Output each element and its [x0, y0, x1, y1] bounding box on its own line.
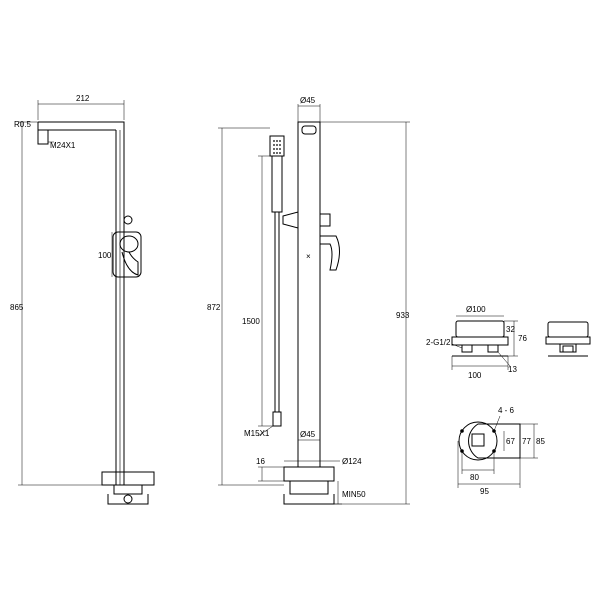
- dim-label-32: 32: [506, 325, 515, 334]
- dim-leader-holes: [493, 415, 501, 432]
- holder-bracket: [282, 211, 299, 229]
- valve-front-body: [545, 336, 591, 345]
- dim-label-valve-width: 100: [468, 371, 482, 380]
- plate-outline: [468, 423, 521, 459]
- hand-shower-handle: [271, 155, 283, 213]
- front-base-fitting: [289, 481, 329, 495]
- front-base-plate: [283, 466, 335, 482]
- spout-outlet: [37, 129, 49, 145]
- dim-label-dia-top: Ø45: [300, 96, 316, 105]
- dim-label-valve-dia: Ø100: [466, 305, 486, 314]
- front-base-pipe: [283, 494, 335, 505]
- dim-label-dia-bottom: Ø45: [300, 430, 316, 439]
- center-marker-icon: ×: [306, 252, 311, 261]
- dim-label-933: 933: [396, 311, 410, 320]
- dim-label-85: 85: [536, 437, 545, 446]
- dim-leader-13: [497, 351, 511, 367]
- side-view: 212 R0.5 M24X1 100 865: [10, 94, 155, 505]
- valve-front-cap: [547, 321, 589, 338]
- dim-label-hose-thread: M15X1: [244, 429, 270, 438]
- dim-label-min: MIN50: [342, 490, 366, 499]
- dim-leader-hose-thread: [257, 425, 274, 437]
- dim-label-holes: 4 - 6: [498, 406, 515, 415]
- dim-label-base-height: 16: [256, 457, 265, 466]
- handle-body: [112, 231, 142, 278]
- dim-label-67: 67: [506, 437, 515, 446]
- valve-inlet-left: [461, 345, 473, 353]
- spout-outline: [37, 121, 125, 485]
- valve-front-fitting: [562, 345, 574, 353]
- valve-body: [451, 336, 509, 346]
- base-plate: [101, 471, 155, 486]
- dim-label-13: 13: [508, 365, 517, 374]
- detail-plate: 4 - 6 67 77 85 80 95: [457, 406, 545, 496]
- hand-shower-nozzles: [273, 140, 281, 154]
- dim-label-radius: R0.5: [14, 120, 31, 129]
- mixer-lever: [319, 235, 340, 271]
- valve-front-inlet: [559, 344, 577, 353]
- valve-cap: [455, 320, 505, 338]
- detail-valve-front: [545, 321, 591, 357]
- dim-label-76: 76: [518, 334, 527, 343]
- dim-label-212: 212: [76, 94, 90, 103]
- dim-label-95: 95: [480, 487, 489, 496]
- plate-hole-1: [460, 429, 464, 433]
- mixer-valve: [319, 213, 331, 227]
- dim-label-hose: 1500: [242, 317, 260, 326]
- dim-label-handle: 100: [98, 251, 112, 260]
- dim-label-base-dia: Ø124: [342, 457, 362, 466]
- base-pipe-joint: [123, 494, 133, 504]
- dim-label-872: 872: [207, 303, 221, 312]
- handle-grip: [119, 235, 139, 253]
- plate-center-square: [471, 433, 485, 447]
- dim-label-inlet: 2-G1/2: [426, 338, 451, 347]
- front-column: [297, 121, 321, 468]
- handle-lever: [121, 251, 139, 276]
- valve-inlet-right: [487, 345, 499, 353]
- base-pipe: [107, 494, 149, 505]
- dim-label-77: 77: [522, 437, 531, 446]
- front-view: × Ø45 872 1500 M15X1 Ø45 Ø124 16: [207, 96, 410, 505]
- plate-circle: [458, 421, 498, 461]
- hose-connector: [272, 411, 282, 427]
- dim-label-80: 80: [470, 473, 479, 482]
- base-fitting: [113, 485, 143, 495]
- detail-valve: Ø100 2-G1/2 32 76 100 13: [426, 305, 527, 380]
- dim-label-865: 865: [10, 303, 24, 312]
- handle-knob: [123, 215, 133, 225]
- dim-label-thread: M24X1: [50, 141, 76, 150]
- front-spout-outlet: [301, 125, 317, 135]
- dim-leader-inlet: [451, 343, 463, 349]
